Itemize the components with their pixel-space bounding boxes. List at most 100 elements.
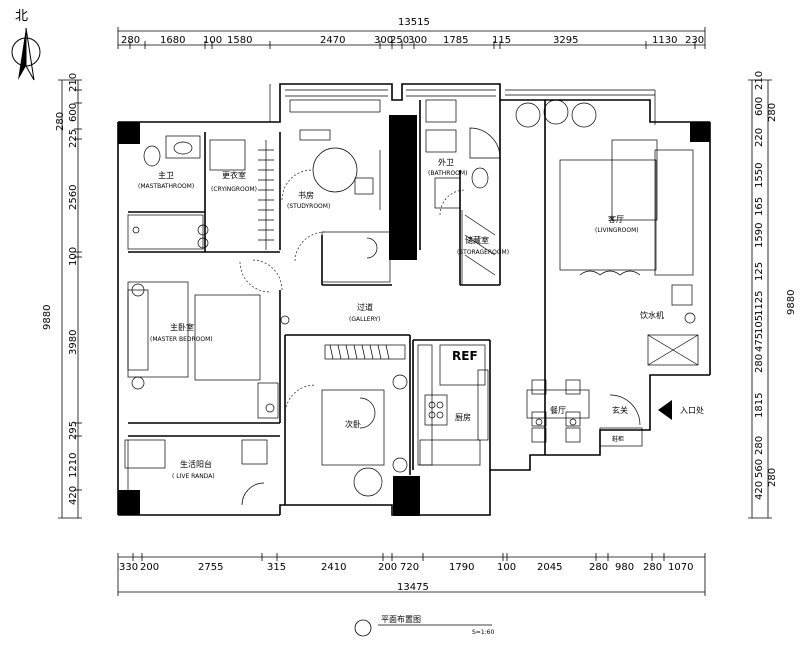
top-dim-1: 1680 xyxy=(160,35,185,46)
right-dimensions xyxy=(748,79,772,519)
left-dim-2: 600 xyxy=(68,103,79,122)
bottom-dim-4: 2410 xyxy=(321,562,346,573)
bottom-dim-8: 100 xyxy=(497,562,516,573)
room-balcony-en: ( LIVE RANDA) xyxy=(172,473,215,480)
bottom-dim-5: 200 xyxy=(378,562,397,573)
walls xyxy=(117,83,711,516)
left-total-dim: 9880 xyxy=(42,305,53,330)
right-dim-labels: 210 600 280 220 1550 165 1590 125 1125 1… xyxy=(754,71,778,500)
top-dimensions xyxy=(117,27,706,49)
top-dim-2: 100 xyxy=(203,35,222,46)
top-ticks xyxy=(129,41,696,49)
top-dim-12: 230 xyxy=(685,35,704,46)
left-dim-0: 210 xyxy=(68,73,79,92)
left-dim-3: 225 xyxy=(68,129,79,148)
bottom-dim-7: 1790 xyxy=(449,562,474,573)
north-arrow: 北 xyxy=(11,9,41,81)
left-dim-6: 3980 xyxy=(68,330,79,355)
top-dim-10: 3295 xyxy=(553,35,578,46)
bottom-dimensions xyxy=(117,553,706,596)
room-bathroom-en: (BATHROOM) xyxy=(428,170,467,177)
top-dim-9: 115 xyxy=(492,35,511,46)
top-dim-4: 2470 xyxy=(320,35,345,46)
top-dim-6: 250 xyxy=(390,35,409,46)
right-dim-1: 600 xyxy=(754,97,765,116)
room-crying-cn: 更衣室 xyxy=(222,170,246,180)
entrance-label: 入口处 xyxy=(680,405,704,415)
bottom-dim-10: 280 xyxy=(589,562,608,573)
right-dim-2: 280 xyxy=(767,103,778,122)
bottom-dim-11: 980 xyxy=(615,562,634,573)
bottom-dim-3: 315 xyxy=(267,562,286,573)
room-shoe-cn: 鞋柜 xyxy=(612,435,624,443)
doors xyxy=(239,169,466,416)
room-crying-en: (CRYINGROOM) xyxy=(211,186,257,193)
bottom-dim-labels: 330 200 2755 315 2410 200 720 1790 100 2… xyxy=(119,562,693,573)
room-storage-cn: 储藏室 xyxy=(465,235,489,245)
bottom-dim-2: 2755 xyxy=(198,562,223,573)
bottom-dim-6: 720 xyxy=(400,562,419,573)
left-dim-1: 280 xyxy=(55,112,66,131)
right-dim-5: 165 xyxy=(754,197,765,216)
right-dim-14: 560 xyxy=(754,459,765,478)
bottom-dim-1: 200 xyxy=(140,562,159,573)
bottom-dim-0: 330 xyxy=(119,562,138,573)
left-dim-7: 295 xyxy=(68,421,79,440)
drawing-scale: S=1:60 xyxy=(472,629,494,636)
right-dim-13: 280 xyxy=(754,436,765,455)
windows xyxy=(127,84,656,515)
right-dim-15: 420 xyxy=(754,481,765,500)
top-dim-8: 1785 xyxy=(443,35,468,46)
right-dim-16: 280 xyxy=(767,468,778,487)
room-gallery-en: (GALLERY) xyxy=(349,316,380,323)
top-dim-5: 300 xyxy=(374,35,393,46)
columns xyxy=(118,115,710,516)
left-dim-5: 100 xyxy=(68,247,79,266)
top-total-dim: 13515 xyxy=(398,17,430,28)
room-foyer-cn: 玄关 xyxy=(612,405,628,415)
right-total-dim: 9880 xyxy=(786,290,797,315)
bottom-dim-9: 2045 xyxy=(537,562,562,573)
right-dim-7: 125 xyxy=(754,262,765,281)
room-balcony-cn: 生活阳台 xyxy=(180,459,212,469)
top-dim-labels: 280 1680 100 1580 2470 300 250 300 1785 … xyxy=(121,35,704,46)
entrance-marker: 入口处 xyxy=(658,400,704,420)
left-dimensions xyxy=(58,79,82,519)
top-dim-0: 280 xyxy=(121,35,140,46)
right-dim-10: 475 xyxy=(754,333,765,352)
entrance-arrow-icon xyxy=(658,400,672,420)
bottom-dim-12: 280 xyxy=(643,562,662,573)
room-bathroom-cn: 外卫 xyxy=(438,157,454,167)
room-study-en: (STUDYROOM) xyxy=(287,203,330,210)
drawing-title: 平面布置图 xyxy=(381,614,421,624)
right-dim-0: 210 xyxy=(754,71,765,90)
right-dim-3: 220 xyxy=(754,128,765,147)
room-living-en: (LIVINGROOM) xyxy=(595,227,639,234)
room-master-bed-cn: 主卧室 xyxy=(170,322,194,332)
misc-labels: REF 饮水机 xyxy=(452,310,664,363)
right-dim-11: 280 xyxy=(754,354,765,373)
room-living-cn: 客厅 xyxy=(608,214,624,224)
north-label: 北 xyxy=(15,9,28,24)
bottom-dim-13: 1070 xyxy=(668,562,693,573)
top-dim-7: 300 xyxy=(408,35,427,46)
room-gallery-cn: 过道 xyxy=(357,302,373,312)
title-marker-icon xyxy=(354,619,372,637)
left-dim-8: 1210 xyxy=(68,453,79,478)
right-dim-4: 1550 xyxy=(754,163,765,188)
top-dim-3: 1580 xyxy=(227,35,252,46)
room-master-bath-en: (MASTBATHROOM) xyxy=(138,183,194,190)
left-dim-4: 2560 xyxy=(68,185,79,210)
room-storage-en: (STORAGEROOM) xyxy=(457,249,509,256)
room-study-cn: 书房 xyxy=(298,190,314,200)
room-kitchen-cn: 厨房 xyxy=(455,412,471,422)
fridge-label: REF xyxy=(452,349,478,363)
furniture xyxy=(124,99,699,506)
title-block: 平面布置图 S=1:60 xyxy=(354,614,494,637)
water-dispenser-label: 饮水机 xyxy=(640,310,664,320)
left-dim-labels: 210 280 600 225 2560 100 3980 295 1210 4… xyxy=(55,73,79,505)
left-dim-9: 420 xyxy=(68,486,79,505)
room-master-bath-cn: 主卫 xyxy=(158,170,174,180)
right-dim-8: 1125 xyxy=(754,291,765,316)
